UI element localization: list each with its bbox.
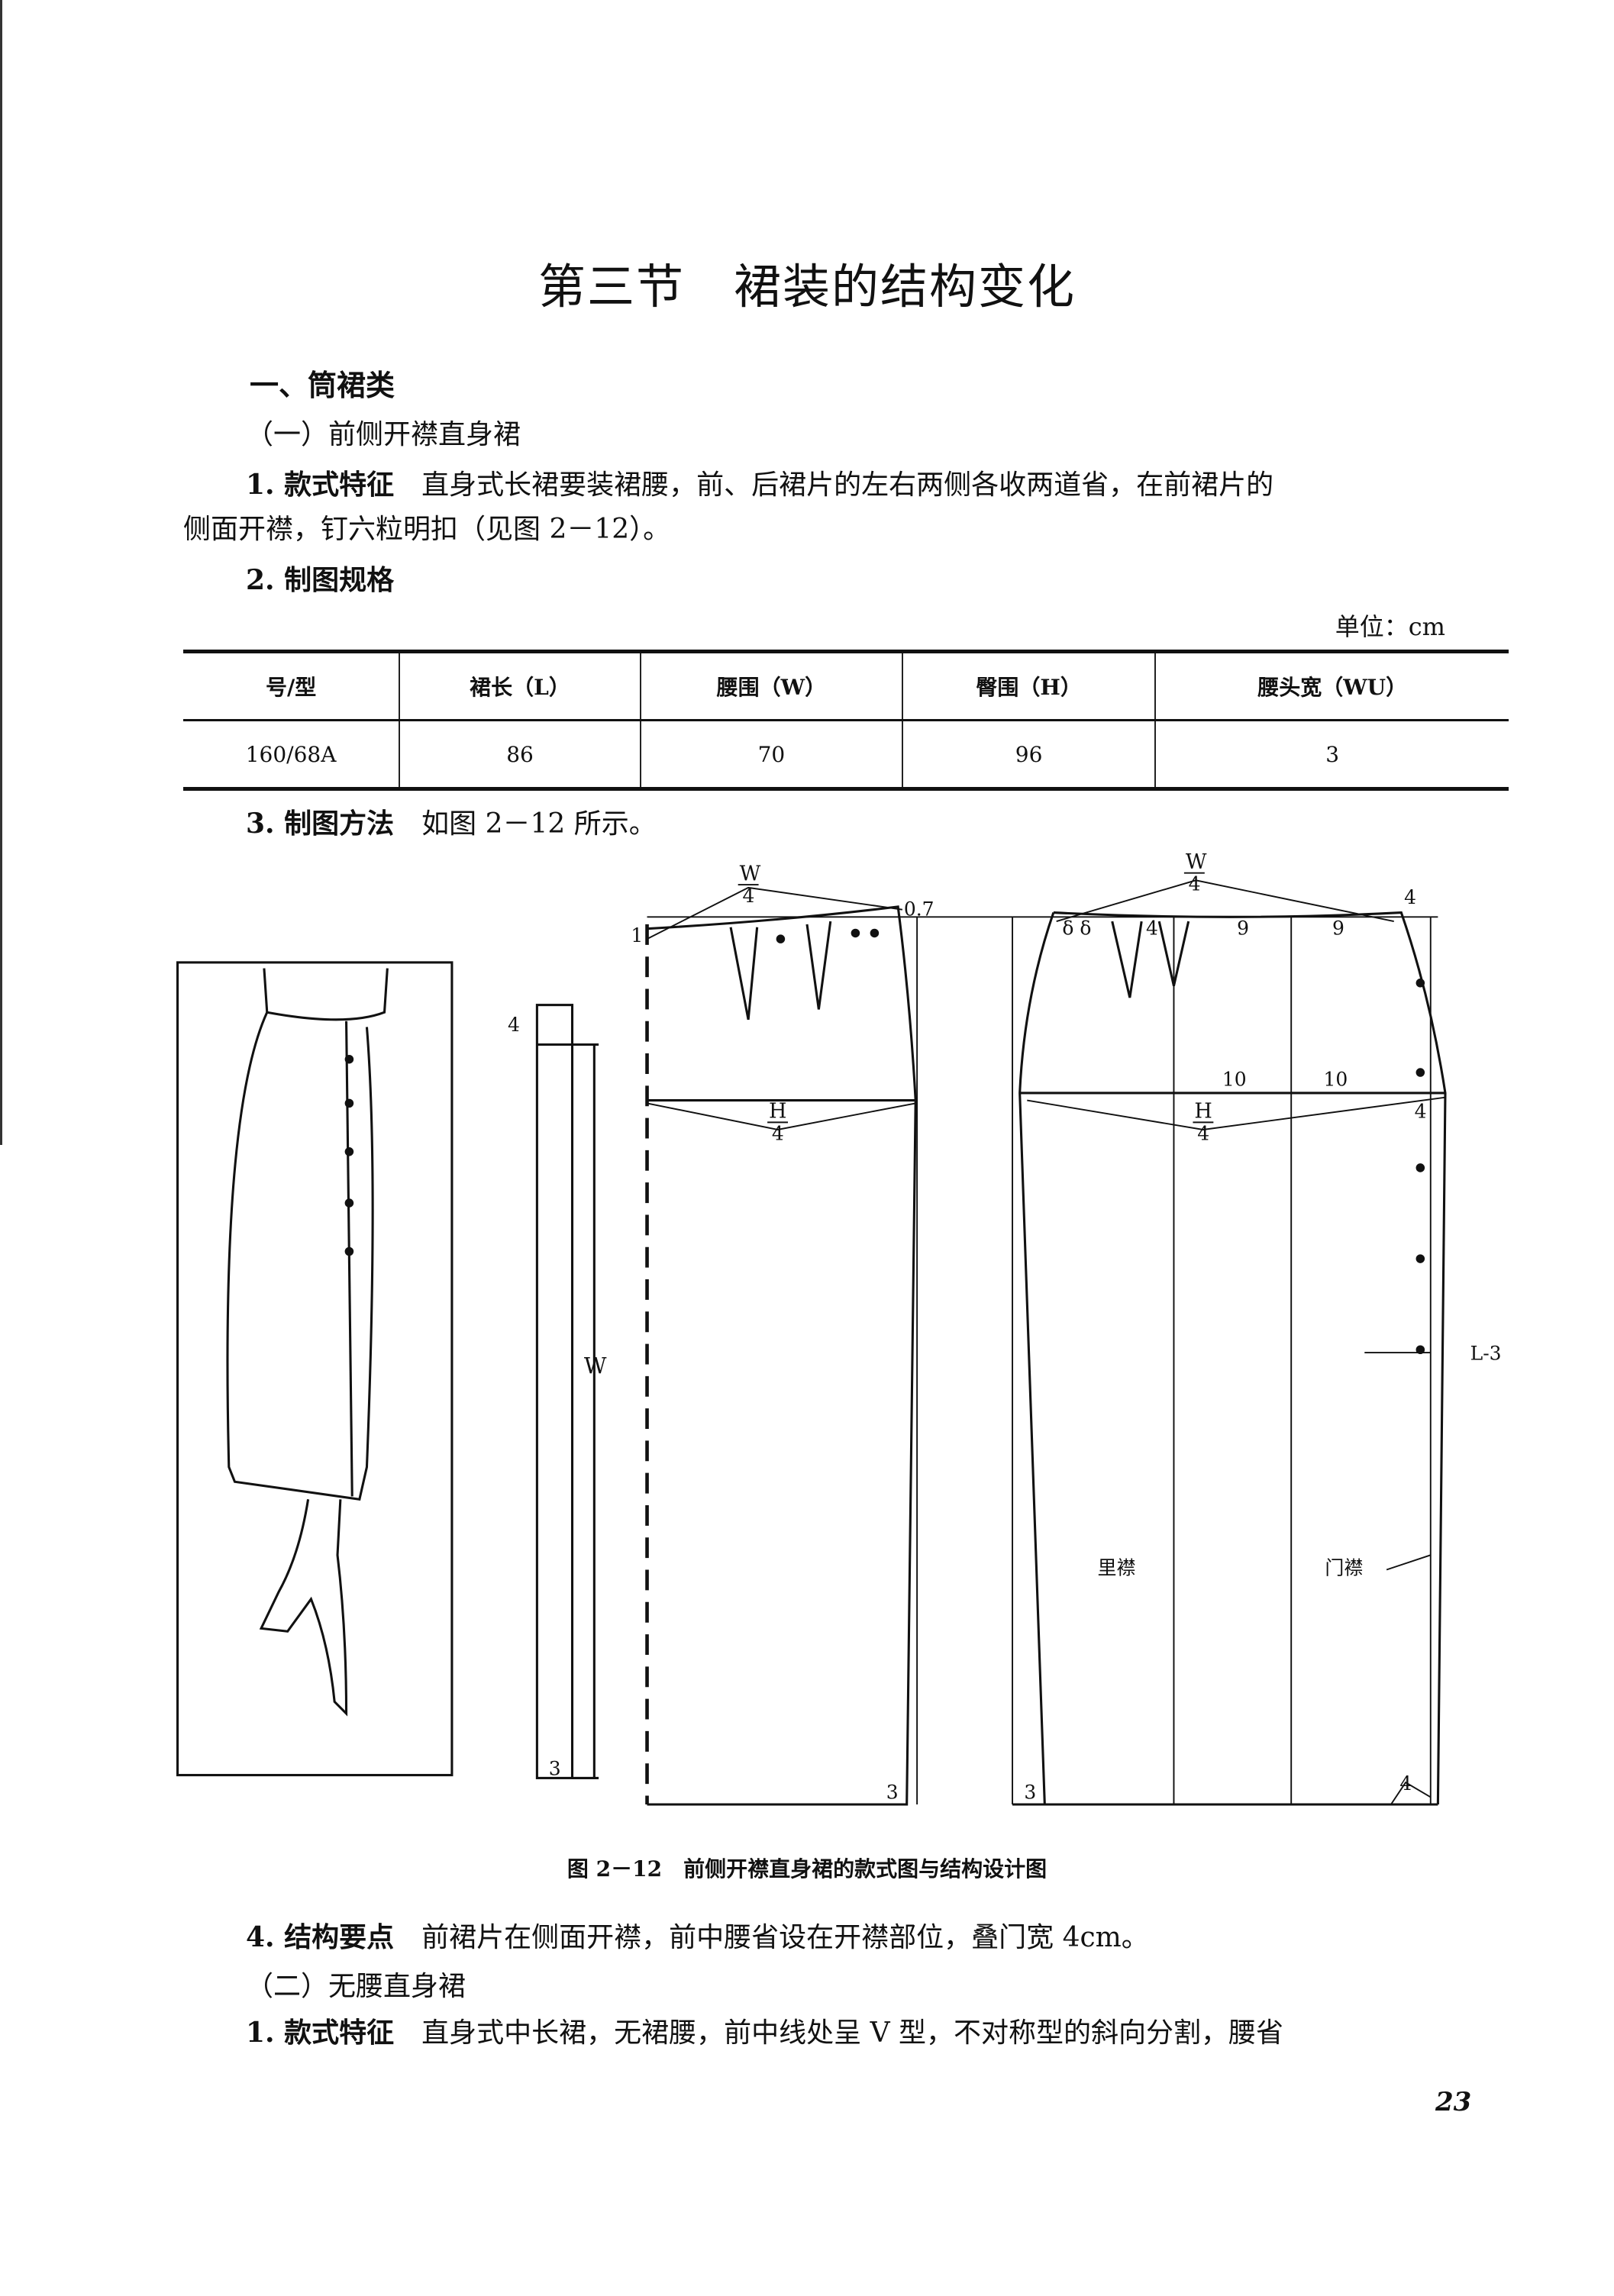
unit-label: 单位：cm <box>1335 612 1445 641</box>
placket-label: 门襟 <box>1325 1556 1363 1578</box>
figure-caption: 图 2－12 前侧开襟直身裙的款式图与结构设计图 <box>567 1856 1047 1882</box>
back-top-right-label: 4 <box>1404 886 1416 908</box>
scan-edge-line <box>0 0 2 1145</box>
waistband-length-label: W <box>584 1353 607 1379</box>
paragraph-text: 如图 2－12 所示。 <box>421 808 657 840</box>
section-heading: 一、筒裙类 <box>250 369 395 402</box>
front-h-numerator: H <box>769 1100 786 1124</box>
front-skirt-pattern <box>645 886 918 1806</box>
table-header: 号/型 <box>183 650 400 721</box>
paragraph-text: 直身式长裙要装裙腰，前、后裙片的左右两侧各收两道省，在前裙片的 <box>421 469 1274 501</box>
page-title: 第三节 裙装的结构变化 <box>537 259 1076 314</box>
paragraph-label: 1. 款式特征 <box>246 469 395 501</box>
front-h-denominator: 4 <box>772 1122 784 1144</box>
subsection-heading-1: （一）前侧开襟直身裙 <box>246 419 521 450</box>
back-dart-4-label: 4 <box>1146 917 1158 939</box>
table-header: 腰头宽（WU） <box>1154 650 1509 721</box>
back-skirt-pattern <box>1012 879 1447 1806</box>
back-bottom-right-label: 4 <box>1399 1772 1412 1795</box>
table-cell: 160/68A <box>183 720 400 791</box>
paragraph-4: 4. 结构要点 前裙片在侧面开襟，前中腰省设在开襟部位，叠门宽 4cm。 <box>246 1915 1149 1955</box>
table-cell: 3 <box>1154 720 1509 791</box>
table-cell: 86 <box>399 720 641 791</box>
paragraph-label: 4. 结构要点 <box>246 1921 395 1953</box>
paragraph-label: 1. 款式特征 <box>246 2017 395 2049</box>
table-header: 裙长（L） <box>399 650 641 721</box>
table-header: 臀围（H） <box>901 650 1156 721</box>
front-w-denominator: 4 <box>742 885 754 907</box>
table-header: 腰围（W） <box>639 650 902 721</box>
back-9-label-b: 9 <box>1332 917 1344 939</box>
back-h-denominator: 4 <box>1197 1122 1209 1144</box>
spec-table: 号/型 裙长（L） 腰围（W） 臀围（H） 腰头宽（WU） 160/68A 86… <box>183 650 1509 791</box>
front-bottom-label: 3 <box>886 1781 899 1803</box>
underlap-label: 里襟 <box>1098 1556 1136 1578</box>
back-w-numerator: W <box>1186 850 1207 874</box>
back-9-label-a: 9 <box>1237 917 1249 939</box>
back-h-numerator: H <box>1194 1100 1212 1124</box>
back-length-label: L-3 <box>1470 1343 1502 1365</box>
paragraph-3: 3. 制图方法 如图 2－12 所示。 <box>246 801 657 841</box>
paragraph-text: 前裙片在侧面开襟，前中腰省设在开襟部位，叠门宽 4cm。 <box>421 1922 1149 1953</box>
back-10-label-b: 10 <box>1323 1068 1348 1090</box>
table-cell: 96 <box>901 720 1156 791</box>
subsection-heading-2: （二）无腰直身裙 <box>246 1971 466 2002</box>
table-row: 160/68A 86 70 96 3 <box>183 720 1509 791</box>
page-number: 23 <box>1435 2087 1472 2117</box>
waistband-top-label: 4 <box>508 1014 520 1036</box>
front-top-left-label: 1 <box>631 924 643 946</box>
back-dart-delta-label: δ δ <box>1062 917 1091 939</box>
front-w-numerator: W <box>740 862 761 885</box>
table-cell: 70 <box>639 720 902 791</box>
skirt-style-sketch <box>176 961 454 1777</box>
waistband-bottom-label: 3 <box>549 1758 561 1780</box>
waistband-pattern <box>535 1004 599 1779</box>
table-header-row: 号/型 裙长（L） 腰围（W） 臀围（H） 腰头宽（WU） <box>183 650 1509 721</box>
paragraph-label: 3. 制图方法 <box>246 808 395 840</box>
back-hip-right-label: 4 <box>1415 1101 1427 1123</box>
paragraph-5: 1. 款式特征 直身式中长裙，无裙腰，前中线处呈 V 型，不对称型的斜向分割，腰… <box>246 2011 1283 2050</box>
paragraph-text: 直身式中长裙，无裙腰，前中线处呈 V 型，不对称型的斜向分割，腰省 <box>421 2017 1284 2049</box>
paragraph-1: 1. 款式特征 直身式长裙要装裙腰，前、后裙片的左右两侧各收两道省，在前裙片的 <box>246 463 1273 502</box>
paragraph-2-label: 2. 制图规格 <box>246 564 395 596</box>
back-bottom-left-label: 3 <box>1024 1781 1036 1803</box>
back-w-denominator: 4 <box>1189 873 1201 895</box>
front-top-right-label: 0.7 <box>904 898 935 920</box>
paragraph-1-continued: 侧面开襟，钉六粒明扣（见图 2－12）。 <box>183 514 671 545</box>
back-10-label-a: 10 <box>1222 1068 1247 1090</box>
